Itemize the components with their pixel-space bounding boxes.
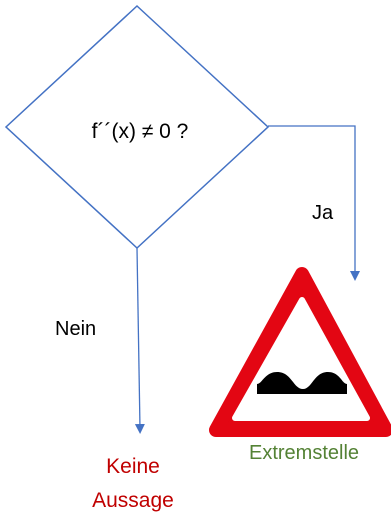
yes-branch-connector (268, 125, 360, 281)
decision-condition-text: f´´(x) ≠ 0 ? (92, 120, 189, 143)
no-branch-connector (134, 247, 145, 434)
no-result-line1: Keine (106, 455, 160, 478)
bump-symbol (257, 372, 347, 394)
no-result-line2: Aussage (92, 489, 174, 512)
yes-result-label: Extremstelle (249, 442, 359, 464)
no-branch-label: Nein (55, 318, 96, 340)
uneven-road-warning-sign-icon (209, 267, 391, 437)
yes-branch-label: Ja (312, 202, 334, 224)
